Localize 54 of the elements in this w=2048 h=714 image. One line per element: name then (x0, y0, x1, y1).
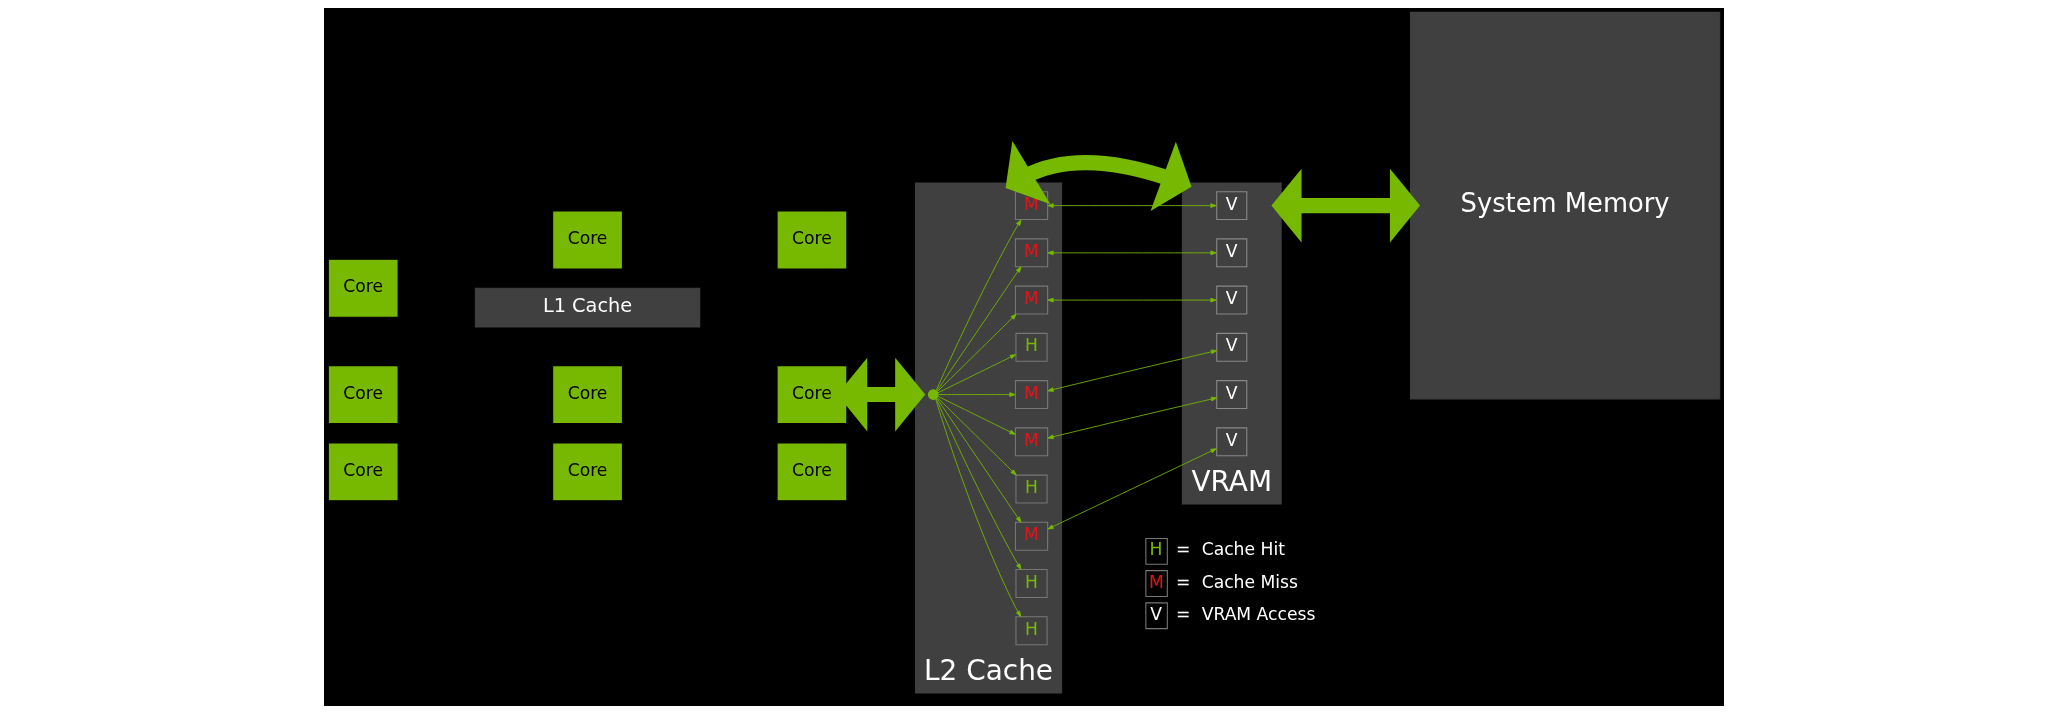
node-box: M (1014, 521, 1049, 551)
node-box: M (1014, 285, 1049, 315)
node-box: Core (552, 442, 623, 502)
arrow (937, 395, 1016, 435)
legend-label: Cache Hit (1201, 539, 1285, 560)
node-box: Core (327, 365, 399, 425)
label: V (1150, 603, 1162, 624)
node-box: M (1014, 380, 1049, 410)
arrow (1047, 297, 1217, 303)
arrow (1047, 250, 1217, 256)
node-box: Core (776, 442, 848, 502)
node-box: Core (327, 442, 399, 502)
arrow (1047, 396, 1218, 440)
node-box: V (1216, 380, 1248, 410)
node-box: H (1015, 474, 1048, 504)
label: = (1175, 539, 1191, 560)
node-box: V (1216, 332, 1248, 362)
node-box: L1 Cache (474, 287, 701, 328)
label: = (1175, 603, 1191, 624)
arrow (935, 398, 1022, 617)
legend-label: VRAM Access (1201, 603, 1316, 624)
node-box: System Memory (1409, 11, 1721, 400)
node-box: V (1216, 427, 1248, 457)
arrow (1047, 349, 1218, 392)
arrow (937, 313, 1017, 392)
node-box: Core (327, 258, 399, 318)
arrow (1047, 203, 1217, 208)
node-box: H (1015, 616, 1048, 646)
node-circle (927, 389, 939, 400)
node-box: V (1216, 285, 1248, 315)
node-box: V (1216, 191, 1248, 221)
node-box: Core (552, 365, 623, 425)
legend-label: Cache Miss (1201, 571, 1298, 592)
arrow (1005, 140, 1192, 211)
arrow (1271, 168, 1421, 243)
arrow (936, 397, 1022, 523)
arrow (937, 354, 1017, 394)
node-box: V (1216, 238, 1248, 268)
arrow (935, 398, 1022, 570)
node-box: Core (776, 210, 848, 270)
node-box: Core (776, 365, 848, 425)
label: = (1175, 571, 1191, 592)
node-box: Core (552, 210, 623, 270)
label: M (1149, 571, 1164, 592)
arrow (938, 392, 1016, 397)
arrow (1047, 448, 1217, 530)
arrow (936, 266, 1022, 392)
node-box: M (1014, 427, 1049, 457)
label: H (1149, 539, 1163, 560)
arrow (937, 397, 1017, 476)
node-box: H (1015, 569, 1048, 599)
node-box: M (1014, 238, 1049, 268)
node-box: H (1015, 332, 1048, 362)
arrow (935, 219, 1022, 391)
